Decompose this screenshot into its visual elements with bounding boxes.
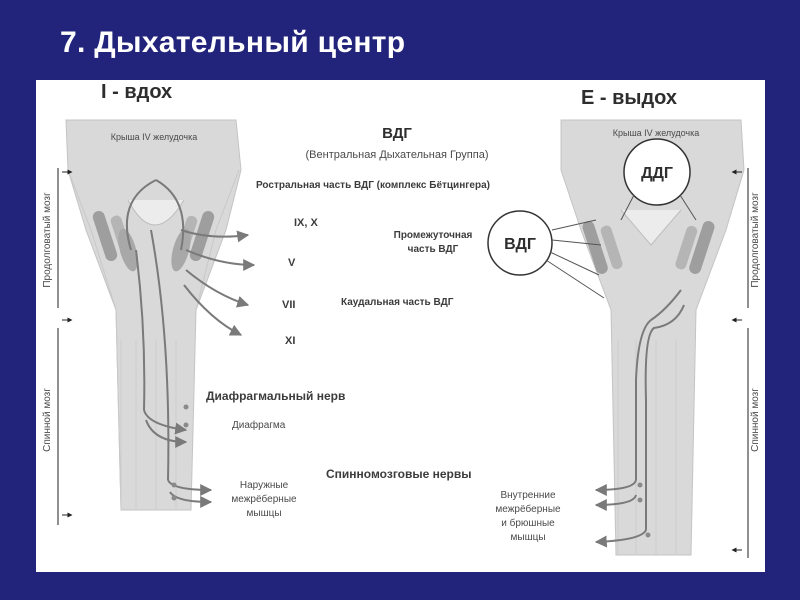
right-roof-label: Крыша IV желудочка xyxy=(613,128,700,138)
diaphragm-label: Диафрагма xyxy=(232,419,286,431)
vdg-subtitle: (Вентральная Дыхательная Группа) xyxy=(306,149,489,161)
external-label-3: мышцы xyxy=(247,508,282,519)
internal-label-4: мышцы xyxy=(511,532,546,543)
respiratory-center-diagram: Крыша IV желудочка Продолговатый мозг Сп… xyxy=(42,81,761,558)
inhale-heading: I - вдох xyxy=(101,81,172,103)
intermediate-label-1: Промежуточная xyxy=(394,230,473,241)
nerve-vii: VII xyxy=(282,299,295,311)
vdg-circle xyxy=(487,210,553,276)
internal-label-1: Внутренние xyxy=(500,490,556,501)
rostral-label: Ростральная часть ВДГ (комплекс Бётцинге… xyxy=(256,180,490,191)
ddg-circle xyxy=(623,138,691,206)
nucleus-right-2 xyxy=(600,225,623,270)
nerve-ix-x: IX, X xyxy=(294,217,319,229)
nucleus-right-3 xyxy=(689,221,715,274)
expiratory-pathways xyxy=(594,289,685,548)
left-ruler xyxy=(57,168,73,525)
inspiratory-pathways xyxy=(125,179,256,508)
phrenic-label: Диафрагмальный нерв xyxy=(206,389,345,403)
nucleus-right-4 xyxy=(675,225,698,270)
right-spinal-label: Спинной мозг xyxy=(750,388,761,452)
internal-label-3: и брюшные xyxy=(501,517,555,529)
nerve-v: V xyxy=(288,257,296,269)
nerve-xi: XI xyxy=(285,335,295,347)
vdg-title: ВДГ xyxy=(382,125,412,142)
slide-title: 7. Дыхательный центр xyxy=(60,26,406,59)
spinal-nerves-label: Спинномозговые нервы xyxy=(326,467,472,481)
diagram-panel: Крыша IV желудочка Продолговатый мозг Сп… xyxy=(36,80,765,572)
right-medulla-label: Продолговатый мозг xyxy=(750,192,761,288)
left-medulla-label: Продолговатый мозг xyxy=(42,192,53,288)
left-spinal-label: Спинной мозг xyxy=(42,388,53,452)
left-brainstem: Крыша IV желудочка xyxy=(65,119,256,511)
intermediate-label-2: часть ВДГ xyxy=(408,244,459,255)
caudal-label: Каудальная часть ВДГ xyxy=(341,297,454,308)
exhale-heading: E - выдох xyxy=(581,87,677,109)
external-label-1: Наружные xyxy=(240,480,289,491)
left-roof-label: Крыша IV желудочка xyxy=(111,132,198,142)
right-brainstem: Крыша IV желудочка ДДГ ВДГ xyxy=(487,119,745,556)
ddg-label: ДДГ xyxy=(641,165,673,182)
nucleus-left-1 xyxy=(92,210,118,262)
nucleus-right-1 xyxy=(582,221,608,274)
vdg-label: ВДГ xyxy=(504,236,536,253)
internal-label-2: межрёберные xyxy=(495,503,561,515)
external-label-2: межрёберные xyxy=(231,493,297,505)
right-ruler xyxy=(731,168,749,558)
